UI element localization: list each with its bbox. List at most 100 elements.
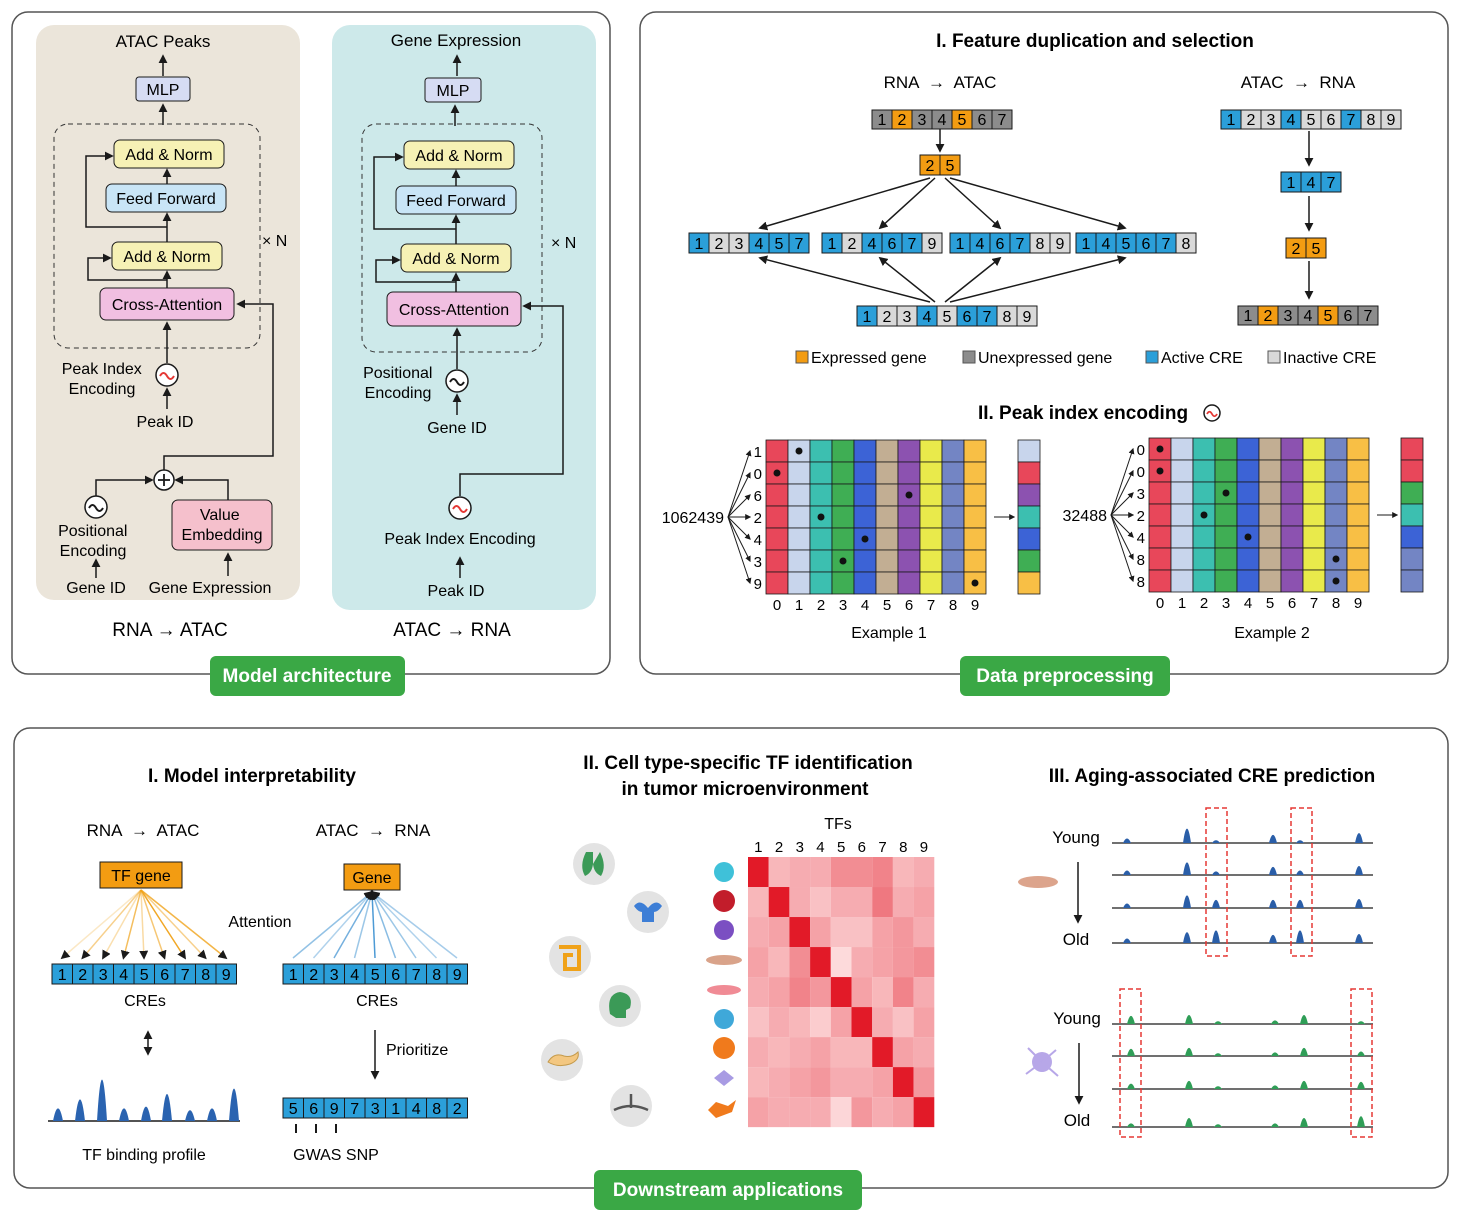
atac-rna-feed-forward-label: Feed Forward: [406, 193, 506, 210]
legend-unexpressed-label: Unexpressed gene: [978, 350, 1112, 367]
heatmap-tf-axis-label: 9: [920, 839, 928, 856]
aging-track-peak: [1214, 1086, 1222, 1089]
atac-rna-output-label: Gene Expression: [391, 31, 521, 50]
aging-young-label-1: Young: [1052, 828, 1100, 847]
aging-track-peak: [1355, 866, 1363, 875]
interp-cres-left-cell-label: 9: [222, 967, 231, 984]
prioritized-cres-cell-label: 4: [412, 1101, 421, 1118]
interp-cres-left-cell-label: 6: [160, 967, 169, 984]
example1-grid-cell: [919, 439, 943, 463]
interp-cres-left-cell-label: 5: [140, 967, 149, 984]
heatmap-cell: [892, 917, 914, 948]
tf-identification-title-line1: II. Cell type-specific TF identification: [583, 753, 912, 774]
example2-grid-cell: [1148, 547, 1172, 571]
heatmap-cell: [810, 1007, 831, 1038]
prioritized-cres-cell-label: 5: [289, 1101, 298, 1118]
heatmap-cell: [748, 947, 769, 978]
example2-grid-cell: [1302, 547, 1326, 571]
attention-line-right: [312, 890, 374, 959]
heatmap-cell: [892, 1067, 914, 1098]
example2-caption: Example 2: [1234, 625, 1310, 642]
rna-cre-copy-2-cell: [921, 232, 943, 254]
example1-grid-cell: [853, 439, 877, 463]
example2-grid-cell: [1236, 437, 1260, 461]
atac-rna-pe-line1: Positional: [363, 365, 432, 382]
peak-index-encoding-title: II. Peak index encoding: [978, 403, 1188, 424]
heatmap-cell: [913, 917, 935, 948]
example2-grid-cell: [1302, 437, 1326, 461]
heatmap-cell: [851, 1007, 873, 1038]
atac-peak-sequence-cell: [1380, 109, 1402, 130]
tf-binding-peak: [53, 1108, 63, 1121]
atac-rna-cross-attention-label: Cross-Attention: [399, 302, 509, 319]
aging-track-peak: [1296, 870, 1304, 875]
heatmap-cell: [851, 1037, 873, 1068]
example2-grid-output-cell: [1400, 569, 1424, 593]
atac-peak-sequence-cell-label: 6: [1327, 112, 1336, 129]
example2-grid-cell: [1214, 503, 1238, 527]
atac-cre-sequence-cell-label: 7: [983, 309, 992, 326]
heatmap-cell: [892, 1097, 914, 1128]
example2-grid-cell: [1170, 547, 1194, 571]
aging-track-peak: [1212, 871, 1220, 875]
rna-atac-value-embedding: [171, 499, 273, 551]
example2-grid-cell: [1148, 481, 1172, 505]
example2-grid-cell: [1346, 437, 1370, 461]
model-architecture-label: Model architecture: [223, 666, 392, 687]
example2-grid-digit-label: 0: [1137, 442, 1145, 459]
aging-track-peak: [1183, 828, 1191, 843]
example2-grid-cell: [1192, 481, 1216, 505]
example2-grid-digit-label: 4: [1137, 530, 1145, 547]
atac-gene-result-cell-label: 4: [1304, 308, 1313, 325]
prioritized-cres-cell-label: 6: [309, 1101, 318, 1118]
example1-grid-digit-label: 9: [754, 576, 762, 593]
heatmap-cell: [913, 1007, 935, 1038]
rna-cre-copy-2-cell-label: 1: [828, 236, 837, 253]
heatmap-cell: [872, 977, 893, 1008]
example2-grid-cell: [1258, 503, 1282, 527]
prioritize-label: Prioritize: [386, 1042, 448, 1059]
heatmap-cell: [810, 857, 831, 888]
heatmap-tf-axis-label: 4: [816, 839, 824, 856]
example2-grid-digit-arrow: [1110, 514, 1134, 538]
data-preprocessing-panel: I. Feature duplication and selection RNA…: [639, 11, 1449, 696]
atac-cre-sequence-cell-label: 5: [943, 309, 952, 326]
example1-grid-cell: [765, 571, 789, 595]
atac-rna-add-norm-top: [403, 140, 515, 170]
example1-grid-cell: [853, 549, 877, 573]
heatmap-cell: [768, 887, 790, 918]
heatmap-cell: [872, 887, 893, 918]
example1-grid-axis-label: 9: [971, 597, 979, 614]
example2-grid-axis-label: 5: [1266, 595, 1274, 612]
atac-rna-peak-id-label: Peak ID: [428, 583, 485, 600]
example1-grid-cell: [765, 527, 789, 551]
example1-grid-digit-label: 0: [754, 466, 762, 483]
heatmap-cell: [830, 1067, 852, 1098]
example1-grid-cell: [897, 527, 921, 551]
example1-grid-cell: [831, 571, 855, 595]
example1-grid-dot: [839, 557, 847, 565]
example2-grid-cell: [1346, 503, 1370, 527]
example1-grid-output-cell: [1017, 527, 1041, 551]
rna-atac-pie-line1: Peak Index: [62, 361, 142, 378]
rna-atac-feed-forward-label: Feed Forward: [116, 191, 216, 208]
example2-grid-dot: [1332, 577, 1340, 585]
aging-track-peak: [1214, 1053, 1222, 1056]
aging-track-peak: [1269, 934, 1277, 943]
aging-track-peak: [1185, 1118, 1193, 1127]
aging-track-peak: [1355, 833, 1363, 843]
prioritized-cres-cell-label: 9: [330, 1101, 339, 1118]
cell-type-8-icon: [714, 1070, 734, 1086]
atac-predicted-genes-cell-label: 2: [1292, 241, 1301, 258]
model-architecture-panel: ATAC Peaks MLP × N Add & Norm Feed Forwa…: [11, 11, 611, 696]
heatmap-cell: [768, 1007, 790, 1038]
heatmap-cell: [748, 977, 769, 1008]
aging-track-peak: [1212, 930, 1220, 943]
example2-grid-digit-arrow: [1110, 447, 1135, 516]
example1-grid-dot: [795, 447, 803, 455]
